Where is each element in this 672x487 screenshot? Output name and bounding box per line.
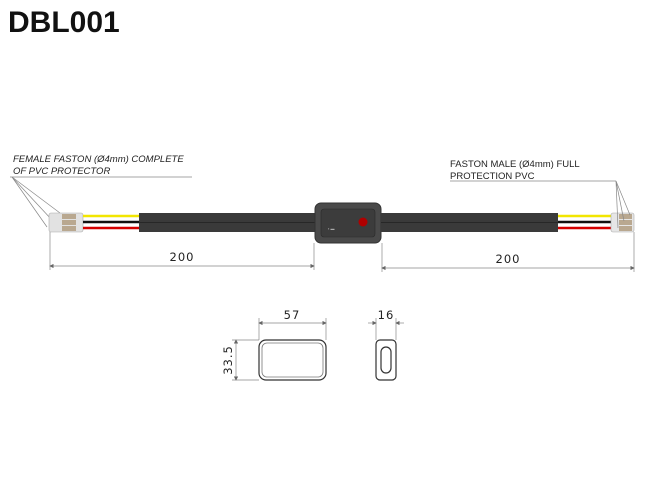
depth-dimension-line <box>368 318 404 340</box>
left-connector-label-line2: OF PVC PROTECTOR <box>13 166 110 177</box>
female-faston-connectors <box>48 212 84 233</box>
control-box: ▪ ▬ <box>314 202 382 244</box>
right-leader-lines <box>615 180 631 229</box>
box-width: 57 <box>284 308 301 322</box>
box-height: 33.5 <box>221 345 235 375</box>
box-front-view <box>258 339 327 381</box>
left-wires <box>83 214 139 230</box>
right-connector-label-line1: FASTON MALE (Ø4mm) FULL <box>450 159 580 170</box>
left-dimension-line <box>49 232 315 270</box>
height-dimension-line <box>232 339 259 381</box>
box-depth: 16 <box>378 308 395 322</box>
right-wires <box>558 214 612 230</box>
male-faston-connectors <box>610 212 635 233</box>
right-dimension-line <box>381 232 635 272</box>
width-dimension-line <box>258 318 327 340</box>
left-leader-lines <box>11 176 61 228</box>
led-indicator <box>358 217 368 227</box>
left-cable-length: 200 <box>170 250 195 264</box>
product-code-title: DBL001 <box>8 6 120 39</box>
right-connector-label-line2: PROTECTION PVC <box>450 171 535 182</box>
right-cable-length: 200 <box>496 252 521 266</box>
box-side-view <box>375 339 397 381</box>
box-logo-icon: ▪ ▬ <box>328 226 335 231</box>
left-connector-label-line1: FEMALE FASTON (Ø4mm) COMPLETE <box>13 154 184 165</box>
